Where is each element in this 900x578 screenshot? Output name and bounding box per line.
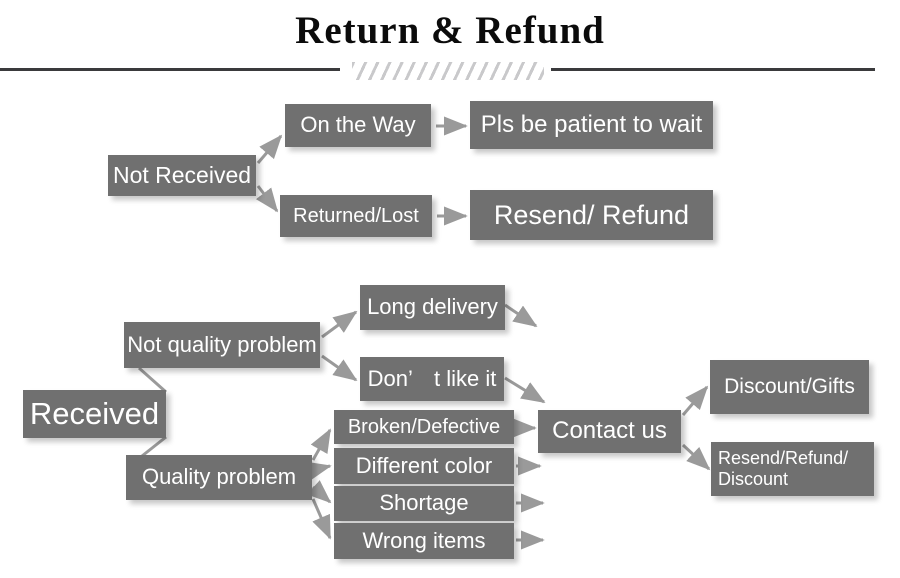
line-received-to-quality [141,435,167,458]
node-long-delivery[interactable]: Long delivery [360,285,505,330]
arrow-not-received-to-on-the-way [256,134,283,164]
arrow-long-delivery-to-contact [504,303,538,328]
node-on-the-way[interactable]: On the Way [285,104,431,147]
arrow-dont-like-it-to-contact [504,376,546,404]
divider-rule-right [551,68,875,71]
node-broken-defective[interactable]: Broken/Defective [334,410,514,444]
node-shortage[interactable]: Shortage [334,486,514,521]
arrow-contact-to-discount-gifts [681,385,709,416]
node-quality-problem[interactable]: Quality problem [126,455,312,500]
node-not-received[interactable]: Not Received [108,155,256,196]
node-not-quality-problem[interactable]: Not quality problem [124,322,320,368]
line-received-to-not-quality [138,366,167,394]
node-pls-be-patient-to-wait[interactable]: Pls be patient to wait [470,101,713,149]
node-wrong-items[interactable]: Wrong items [334,523,514,559]
page-title: Return & Refund [295,9,605,52]
divider-rule-left [0,68,340,71]
arrow-quality-to-wrong-items [311,498,332,540]
arrow-quality-to-broken [310,428,332,461]
arrow-not-received-to-returned-lost [255,185,279,213]
arrow-not-quality-to-dont-like-it [321,354,358,382]
arrow-contact-to-resend-refund-discount [681,443,711,471]
node-resend-refund-discount[interactable]: Resend/Refund/ Discount [711,442,874,496]
node-returned-lost[interactable]: Returned/Lost [280,195,432,237]
arrow-not-quality-to-long-delivery [321,310,358,339]
node-received[interactable]: Received [23,390,166,438]
node-discount-gifts[interactable]: Discount/Gifts [710,360,869,414]
node-dont-like-it[interactable]: Don’ t like it [360,357,504,401]
node-contact-us[interactable]: Contact us [538,410,681,453]
arrow-quality-to-different-color [306,461,332,481]
hatch-divider-icon [352,62,544,80]
node-resend-refund[interactable]: Resend/ Refund [470,190,713,240]
arrow-quality-to-shortage [307,480,332,504]
node-different-color[interactable]: Different color [334,448,514,484]
decorative-divider [0,60,900,82]
